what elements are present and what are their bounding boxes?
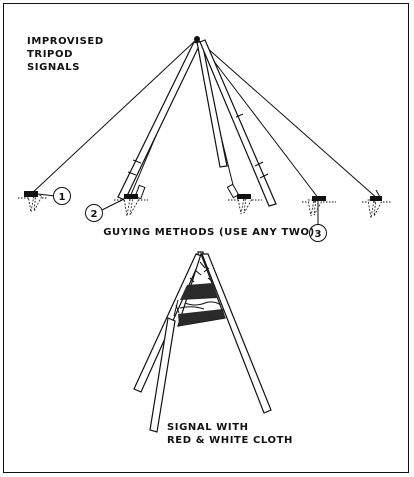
pole-left xyxy=(117,41,201,201)
caption-signal-line-1: SIGNAL WITH xyxy=(167,422,249,433)
title-line-2: TRIPOD xyxy=(27,49,73,60)
anchor-far-right xyxy=(362,189,392,219)
top-tripod: 1 2 3 xyxy=(18,36,392,242)
cloth-band-red-1 xyxy=(180,283,218,300)
guy-line-4 xyxy=(196,38,320,200)
anchor-3 xyxy=(302,196,336,224)
callout-2-label: 2 xyxy=(91,209,98,220)
anchor-1 xyxy=(18,191,56,213)
pole-left-lower xyxy=(149,317,176,433)
caption-guying: GUYING METHODS (USE ANY TWO) xyxy=(103,227,315,238)
callout-3-circle xyxy=(309,224,327,242)
guy-line-5 xyxy=(196,38,379,200)
callout-2-circle xyxy=(85,204,103,222)
pole-front-right xyxy=(201,253,272,414)
signal-tripod xyxy=(133,251,272,433)
guy-line-1 xyxy=(29,38,198,196)
title-line-1: IMPROVISED xyxy=(27,36,104,47)
callout-3-label: 3 xyxy=(315,229,322,240)
title-line-3: SIGNALS xyxy=(27,62,80,73)
cloth-band-red-2 xyxy=(178,309,225,326)
anchor-2 xyxy=(101,184,148,217)
caption-signal-line-2: RED & WHITE CLOTH xyxy=(167,435,293,446)
anchor-center-right xyxy=(226,183,262,215)
callout-1-circle xyxy=(53,187,71,205)
apex-knot xyxy=(194,36,200,42)
callout-1-label: 1 xyxy=(59,192,66,203)
